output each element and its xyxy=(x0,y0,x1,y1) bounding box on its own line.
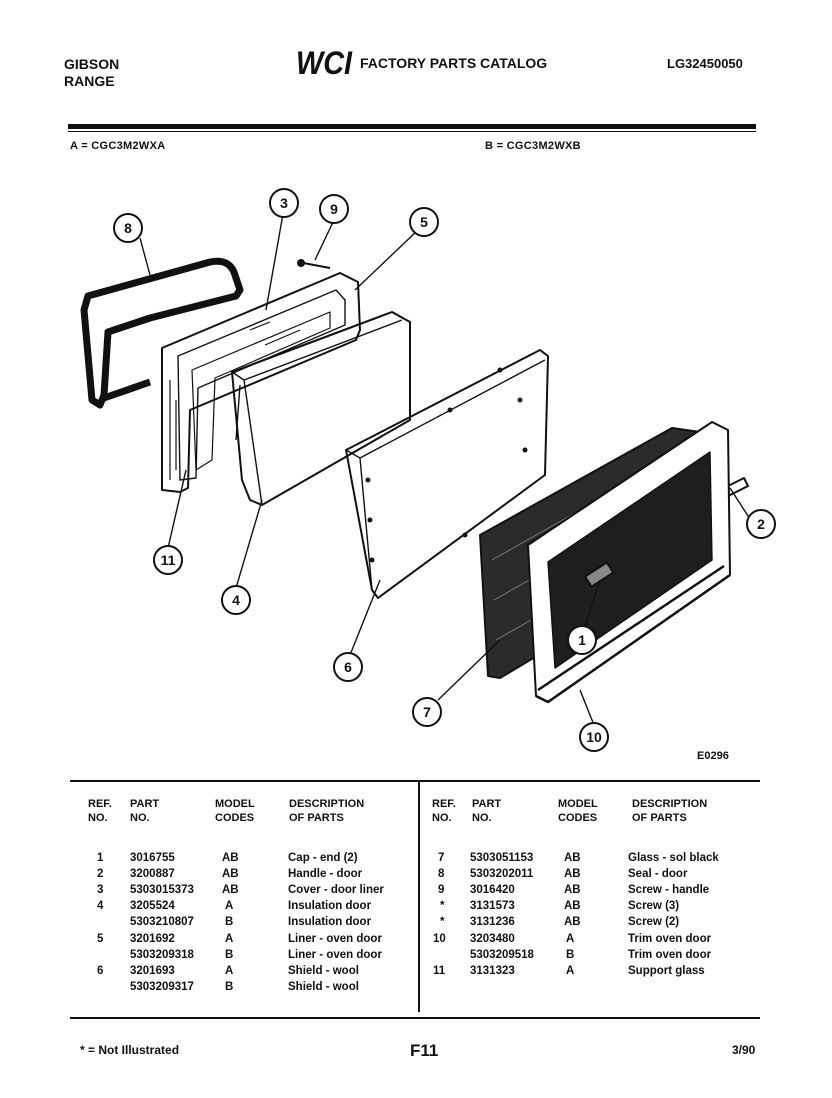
brand-line-2: RANGE xyxy=(64,73,115,89)
table-divider xyxy=(418,782,420,1012)
liner-frame-detail xyxy=(169,321,301,480)
callout-8: 8 xyxy=(124,220,132,236)
callout-10: 10 xyxy=(586,729,602,745)
callout-7: 7 xyxy=(423,704,431,720)
catalog-title: FACTORY PARTS CATALOG xyxy=(360,55,548,71)
header-ref-right: REF.NO. xyxy=(432,798,456,824)
catalog-date: 3/90 xyxy=(732,1043,756,1057)
header-rule xyxy=(68,124,756,129)
diagram-code: E0296 xyxy=(697,750,729,762)
table-bottom-rule xyxy=(70,1017,760,1019)
insulation-edge xyxy=(231,319,403,506)
callout-11: 11 xyxy=(161,552,176,568)
shield-top-edge xyxy=(345,359,546,591)
model-a: A = CGC3M2WXA xyxy=(70,140,166,152)
header-ref-left: REF.NO. xyxy=(88,798,112,824)
liner-frame-part xyxy=(161,272,361,493)
liner-frame-inner xyxy=(177,289,346,481)
callout-2: 2 xyxy=(757,516,765,532)
not-illustrated-note: * = Not Illustrated xyxy=(80,1043,180,1057)
callout-3: 3 xyxy=(280,195,288,211)
callout-circles xyxy=(113,188,776,752)
logo-text: WCI xyxy=(296,47,353,77)
trim-frame-lip xyxy=(535,564,731,704)
insulation-part xyxy=(231,311,411,506)
model-b: B = CGC3M2WXB xyxy=(485,140,581,152)
screw-head xyxy=(297,259,305,267)
callout-9: 9 xyxy=(330,201,338,217)
brand-name: GIBSON RANGE xyxy=(64,56,119,90)
exploded-parts-diagram: 8 3 9 5 11 4 6 2 1 7 10 xyxy=(80,188,776,752)
door-seal-part xyxy=(80,257,244,409)
catalog-number: LG32450050 xyxy=(667,56,743,71)
leader-lines xyxy=(139,213,751,726)
header-rule-thin xyxy=(68,131,756,132)
table-top-rule xyxy=(70,780,760,782)
callout-1: 1 xyxy=(578,632,586,648)
callout-6: 6 xyxy=(344,659,352,675)
shield-holes xyxy=(365,367,528,563)
brand-line-1: GIBSON xyxy=(64,56,120,72)
door-seal-gap xyxy=(102,378,152,402)
liner-frame-window xyxy=(191,311,331,471)
wci-logo: WCI xyxy=(296,47,353,77)
callout-4: 4 xyxy=(232,592,240,608)
trim-handle-cap xyxy=(583,561,615,588)
page-number: F11 xyxy=(410,1041,439,1060)
callout-5: 5 xyxy=(420,214,428,230)
